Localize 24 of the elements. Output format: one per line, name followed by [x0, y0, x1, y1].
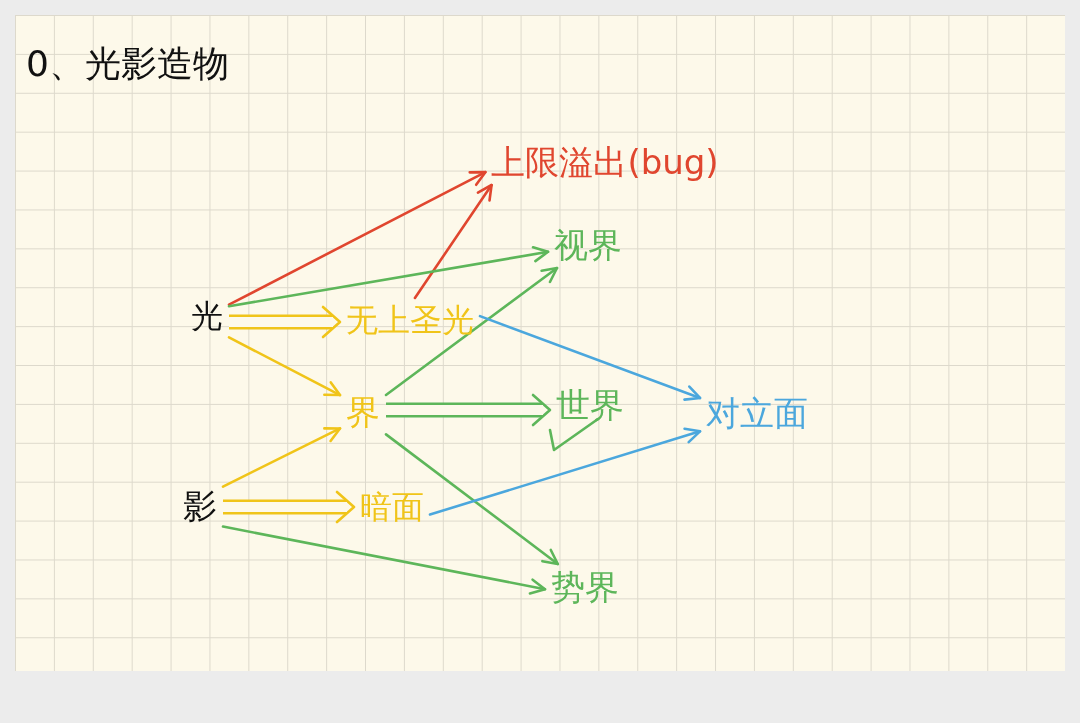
node-label: 无上圣光: [344, 302, 476, 338]
double-arrow: [229, 305, 342, 339]
node-label: 界: [344, 393, 382, 431]
arrow: [428, 427, 702, 516]
node-label: 上限溢出(bug): [489, 143, 721, 181]
node-label: 暗面: [358, 489, 426, 525]
node-label: 光: [189, 298, 225, 334]
arrow: [227, 246, 550, 308]
title: 0、光影造物: [26, 46, 229, 82]
node-label: 世界: [554, 386, 626, 424]
arrow: [478, 314, 702, 401]
arrow: [384, 433, 560, 566]
arrow: [384, 266, 559, 397]
double-arrow: [223, 490, 356, 524]
node-label: 影: [181, 487, 219, 525]
double-arrow: [386, 393, 552, 427]
arrow: [413, 183, 493, 300]
arrow: [221, 525, 547, 595]
node-label: 视界: [552, 226, 624, 264]
arrow: [221, 427, 342, 488]
arrow: [227, 170, 487, 306]
node-label: 对立面: [704, 394, 810, 432]
node-label: 势界: [549, 568, 621, 606]
arrow: [227, 336, 342, 397]
